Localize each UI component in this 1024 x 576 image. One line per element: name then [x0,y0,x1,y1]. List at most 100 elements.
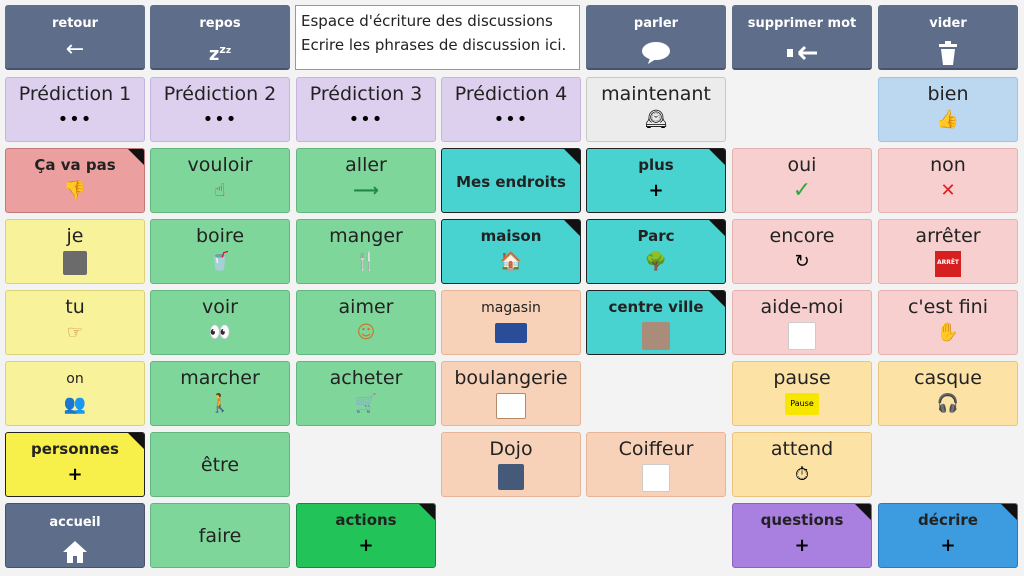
word-tu-button[interactable]: tu ☞ [5,290,145,355]
clock-person-icon: 🕰 [644,109,668,130]
folder-personnes-label: personnes [30,440,119,458]
word-voir-button[interactable]: voir 👀 [150,290,290,355]
prediction-1-button[interactable]: Prédiction 1 ••• [5,77,145,142]
prediction-4-label: Prédiction 4 [454,83,568,105]
word-marcher-button[interactable]: marcher 🚶 [150,361,290,426]
word-attend-label: attend [770,438,834,460]
message-title: Espace d'écriture des discussions [301,12,553,30]
drinking-person-icon: 🥤 [208,251,232,272]
prediction-2-button[interactable]: Prédiction 2 ••• [150,77,290,142]
waiting-clock-icon: ⏱ [794,464,810,485]
word-manger-button[interactable]: manger 🍴 [296,219,436,284]
back-button[interactable]: retour ← [5,5,145,70]
folder-decrire-button[interactable]: décrire + [878,503,1018,568]
folder-corner-icon [564,149,580,165]
prediction-1-label: Prédiction 1 [18,83,132,105]
folder-plus-label: plus [638,156,674,174]
people-group-icon: 👥 [63,394,87,415]
clear-button[interactable]: vider [878,5,1018,70]
folder-corner-icon [709,220,725,236]
word-arreter-button[interactable]: arrêter ARRÊT [878,219,1018,284]
more-dots-icon: ••• [202,109,238,130]
rest-button[interactable]: repos zzz [150,5,290,70]
smiling-face-icon: ☺ [356,322,376,343]
folder-mes-endroits-button[interactable]: Mes endroits [441,148,581,213]
word-non-button[interactable]: non ✕ [878,148,1018,213]
word-on-button[interactable]: on 👥 [5,361,145,426]
speak-button[interactable]: parler [586,5,726,70]
headphones-icon: 🎧 [936,393,960,414]
word-manger-label: manger [329,225,403,247]
finished-hands-icon: ✋ [936,322,960,343]
helping-hands-icon [788,322,816,350]
word-je-button[interactable]: je [5,219,145,284]
folder-corner-icon [564,220,580,236]
folder-actions-button[interactable]: actions + [296,503,436,568]
word-acheter-label: acheter [329,367,403,389]
word-aimer-button[interactable]: aimer ☺ [296,290,436,355]
prediction-4-button[interactable]: Prédiction 4 ••• [441,77,581,142]
delete-word-button[interactable]: supprimer mot [732,5,872,70]
plus-icon: + [358,535,374,556]
walking-person-icon: 🚶 [208,393,232,414]
plus-icon: + [940,535,956,556]
word-magasin-button[interactable]: magasin [441,290,581,355]
message-hint: Ecrire les phrases de discussion ici. [301,36,567,54]
word-attend-button[interactable]: attend ⏱ [732,432,872,497]
word-aller-button[interactable]: aller ⟶ [296,148,436,213]
folder-maison-button[interactable]: maison 🏠 [441,219,581,284]
word-vouloir-button[interactable]: vouloir ☝ [150,148,290,213]
message-input-area[interactable]: Espace d'écriture des discussions Ecrire… [295,5,580,70]
word-faire-button[interactable]: faire [150,503,290,568]
word-boulangerie-button[interactable]: boulangerie [441,361,581,426]
folder-corner-icon [128,149,144,165]
word-bien-button[interactable]: bien 👍 [878,77,1018,142]
word-coiffeur-label: Coiffeur [618,438,694,460]
folder-decrire-label: décrire [918,511,978,529]
word-oui-button[interactable]: oui ✓ [732,148,872,213]
word-aide-moi-label: aide-moi [760,296,844,318]
word-cest-fini-button[interactable]: c'est fini ✋ [878,290,1018,355]
word-non-label: non [930,154,966,176]
eating-person-icon: 🍴 [354,251,378,272]
word-encore-button[interactable]: encore ↻ [732,219,872,284]
pause-sign-icon: Pause [785,393,819,415]
folder-centre-ville-label: centre ville [608,298,704,316]
word-bien-label: bien [927,83,969,105]
folder-personnes-button[interactable]: personnes + [5,432,145,497]
word-voir-label: voir [202,296,238,318]
folder-centre-ville-button[interactable]: centre ville [586,290,726,355]
home-button[interactable]: accueil [5,503,145,568]
prediction-2-label: Prédiction 2 [163,83,277,105]
word-casque-button[interactable]: casque 🎧 [878,361,1018,426]
folder-questions-button[interactable]: questions + [732,503,872,568]
prediction-3-label: Prédiction 3 [309,83,423,105]
word-boire-button[interactable]: boire 🥤 [150,219,290,284]
bakery-icon [496,393,526,419]
word-arreter-label: arrêter [915,225,981,247]
folder-corner-icon [855,504,871,520]
hairdresser-logo-icon [642,464,670,492]
folder-maison-label: maison [480,227,542,245]
repeat-hand-icon: ↻ [794,251,810,272]
word-maintenant-button[interactable]: maintenant 🕰 [586,77,726,142]
clear-label: vider [929,16,967,31]
folder-parc-button[interactable]: Parc 🌳 [586,219,726,284]
word-etre-button[interactable]: être [150,432,290,497]
word-dojo-button[interactable]: Dojo [441,432,581,497]
folder-plus-button[interactable]: plus + [586,148,726,213]
word-etre-label: être [200,454,240,476]
more-dots-icon: ••• [348,109,384,130]
rest-label: repos [199,16,241,31]
back-label: retour [51,16,99,31]
word-ca-va-pas-button[interactable]: Ça va pas 👎 [5,148,145,213]
word-faire-label: faire [198,525,242,547]
word-coiffeur-button[interactable]: Coiffeur [586,432,726,497]
word-pause-label: pause [773,367,831,389]
prediction-3-button[interactable]: Prédiction 3 ••• [296,77,436,142]
word-pause-button[interactable]: pause Pause [732,361,872,426]
word-ca-va-pas-label: Ça va pas [34,156,116,174]
word-acheter-button[interactable]: acheter 🛒 [296,361,436,426]
pointing-hand-icon: ☞ [66,322,84,343]
word-aide-moi-button[interactable]: aide-moi [732,290,872,355]
